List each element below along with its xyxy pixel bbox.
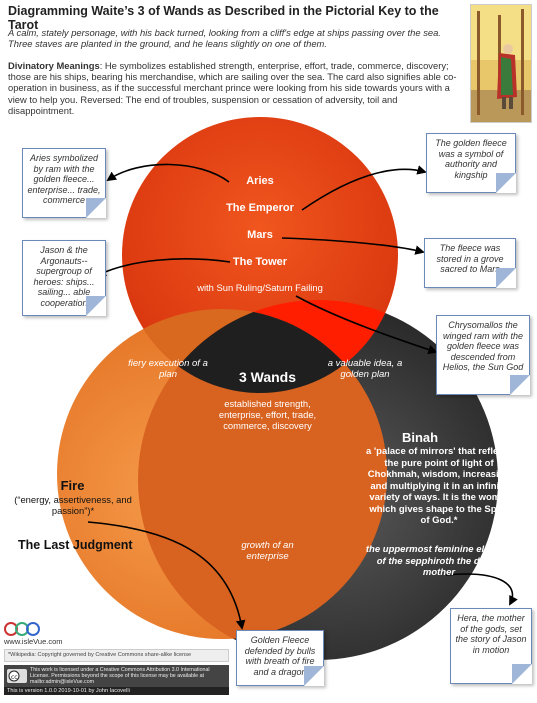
overlap-bottom-label: growth of an enterprise — [241, 540, 294, 562]
fire-title: Fire — [60, 478, 85, 493]
arrow-emperor — [301, 165, 427, 211]
arrow-mars — [281, 237, 425, 255]
binah-title: Binah — [401, 430, 439, 445]
binah-italic: the uppermost feminine element of the se… — [365, 544, 513, 578]
meanings-label: Divinatory Meanings — [8, 60, 100, 71]
note-hera-text: Hera, the mother of the gods, set the st… — [455, 613, 527, 655]
mars-label: Mars — [247, 229, 273, 241]
note-chrysomallos: Chrysomallos the winged ram with the gol… — [436, 315, 530, 395]
note-fleece-grove-text: The fleece was stored in a grove sacred … — [436, 243, 504, 274]
divinatory-meanings: Divinatory Meanings: He symbolizes estab… — [8, 60, 463, 116]
overlap-left-right — [138, 309, 387, 639]
note-jason: Jason & the Argonauts-- supergroup of he… — [22, 240, 106, 316]
note-hera: Hera, the mother of the gods, set the st… — [450, 608, 532, 684]
note-aries: Aries symbolized by ram with the golden … — [22, 148, 106, 218]
sun-ruling-label: with Sun Ruling/Saturn Failing — [197, 282, 323, 293]
binah-text: a 'palace of mirrors' that reflects the … — [365, 446, 513, 526]
svg-text:cc: cc — [11, 674, 18, 681]
footer: www.isleVue.com *Wikipedia: Copyright go… — [4, 622, 229, 696]
aries-label: Aries — [246, 175, 274, 187]
note-golden-fleece-text: Golden Fleece defended by bulls with bre… — [244, 635, 316, 677]
arrow-mother — [445, 573, 518, 606]
wikipedia-credit-text: *Wikipedia: Copyright governed by Creati… — [8, 652, 192, 658]
tarot-card-image — [470, 4, 532, 123]
page-title: Diagramming Waite’s 3 of Wands as Descri… — [8, 4, 439, 32]
note-fleece-grove: The fleece was stored in a grove sacred … — [424, 238, 516, 288]
tower-label: The Tower — [232, 256, 288, 268]
site-link[interactable]: www.isleVue.com — [4, 637, 63, 646]
wikipedia-credit: *Wikipedia: Copyright governed by Creati… — [4, 649, 229, 662]
note-chrysomallos-text: Chrysomallos the winged ram with the gol… — [442, 320, 524, 372]
license-bar: cc This work is licensed under a Creativ… — [4, 664, 229, 688]
meanings-text: : He symbolizes established strength, en… — [8, 60, 457, 116]
version-line: This is version 1.0.0 2019-10-01 by John… — [4, 687, 229, 696]
creative-commons-icon: cc — [7, 668, 27, 683]
note-fleece-authority: The golden fleece was a symbol of author… — [426, 133, 516, 193]
arrow-sun — [295, 295, 438, 355]
fire-text: (“energy, assertiveness, and passion”)* — [14, 494, 132, 516]
intro-text: A calm, stately personage, with his back… — [8, 27, 441, 49]
islevue-logo-icon — [4, 622, 40, 636]
note-aries-text: Aries symbolized by ram with the golden … — [27, 153, 101, 205]
center-title: 3 Wands — [238, 369, 297, 385]
overlap-top-left-label: fiery execution of a plan — [128, 358, 208, 380]
emperor-label: The Emperor — [226, 202, 294, 214]
note-jason-text: Jason & the Argonauts-- supergroup of he… — [33, 245, 95, 308]
arrow-aries — [106, 163, 230, 183]
note-golden-fleece: Golden Fleece defended by bulls with bre… — [236, 630, 324, 686]
license-text: This work is licensed under a Creative C… — [30, 666, 210, 685]
three-of-wands-illustration — [471, 5, 531, 122]
arrow-tower — [96, 258, 231, 277]
center-text: established strength, enterprise, effort… — [218, 398, 317, 431]
last-judgment-label: The Last Judgment — [18, 538, 133, 552]
overlap-top-right-label: a valuable idea, a golden plan — [327, 358, 403, 380]
arrow-fire — [87, 521, 246, 630]
note-fleece-authority-text: The golden fleece was a symbol of author… — [435, 138, 507, 180]
